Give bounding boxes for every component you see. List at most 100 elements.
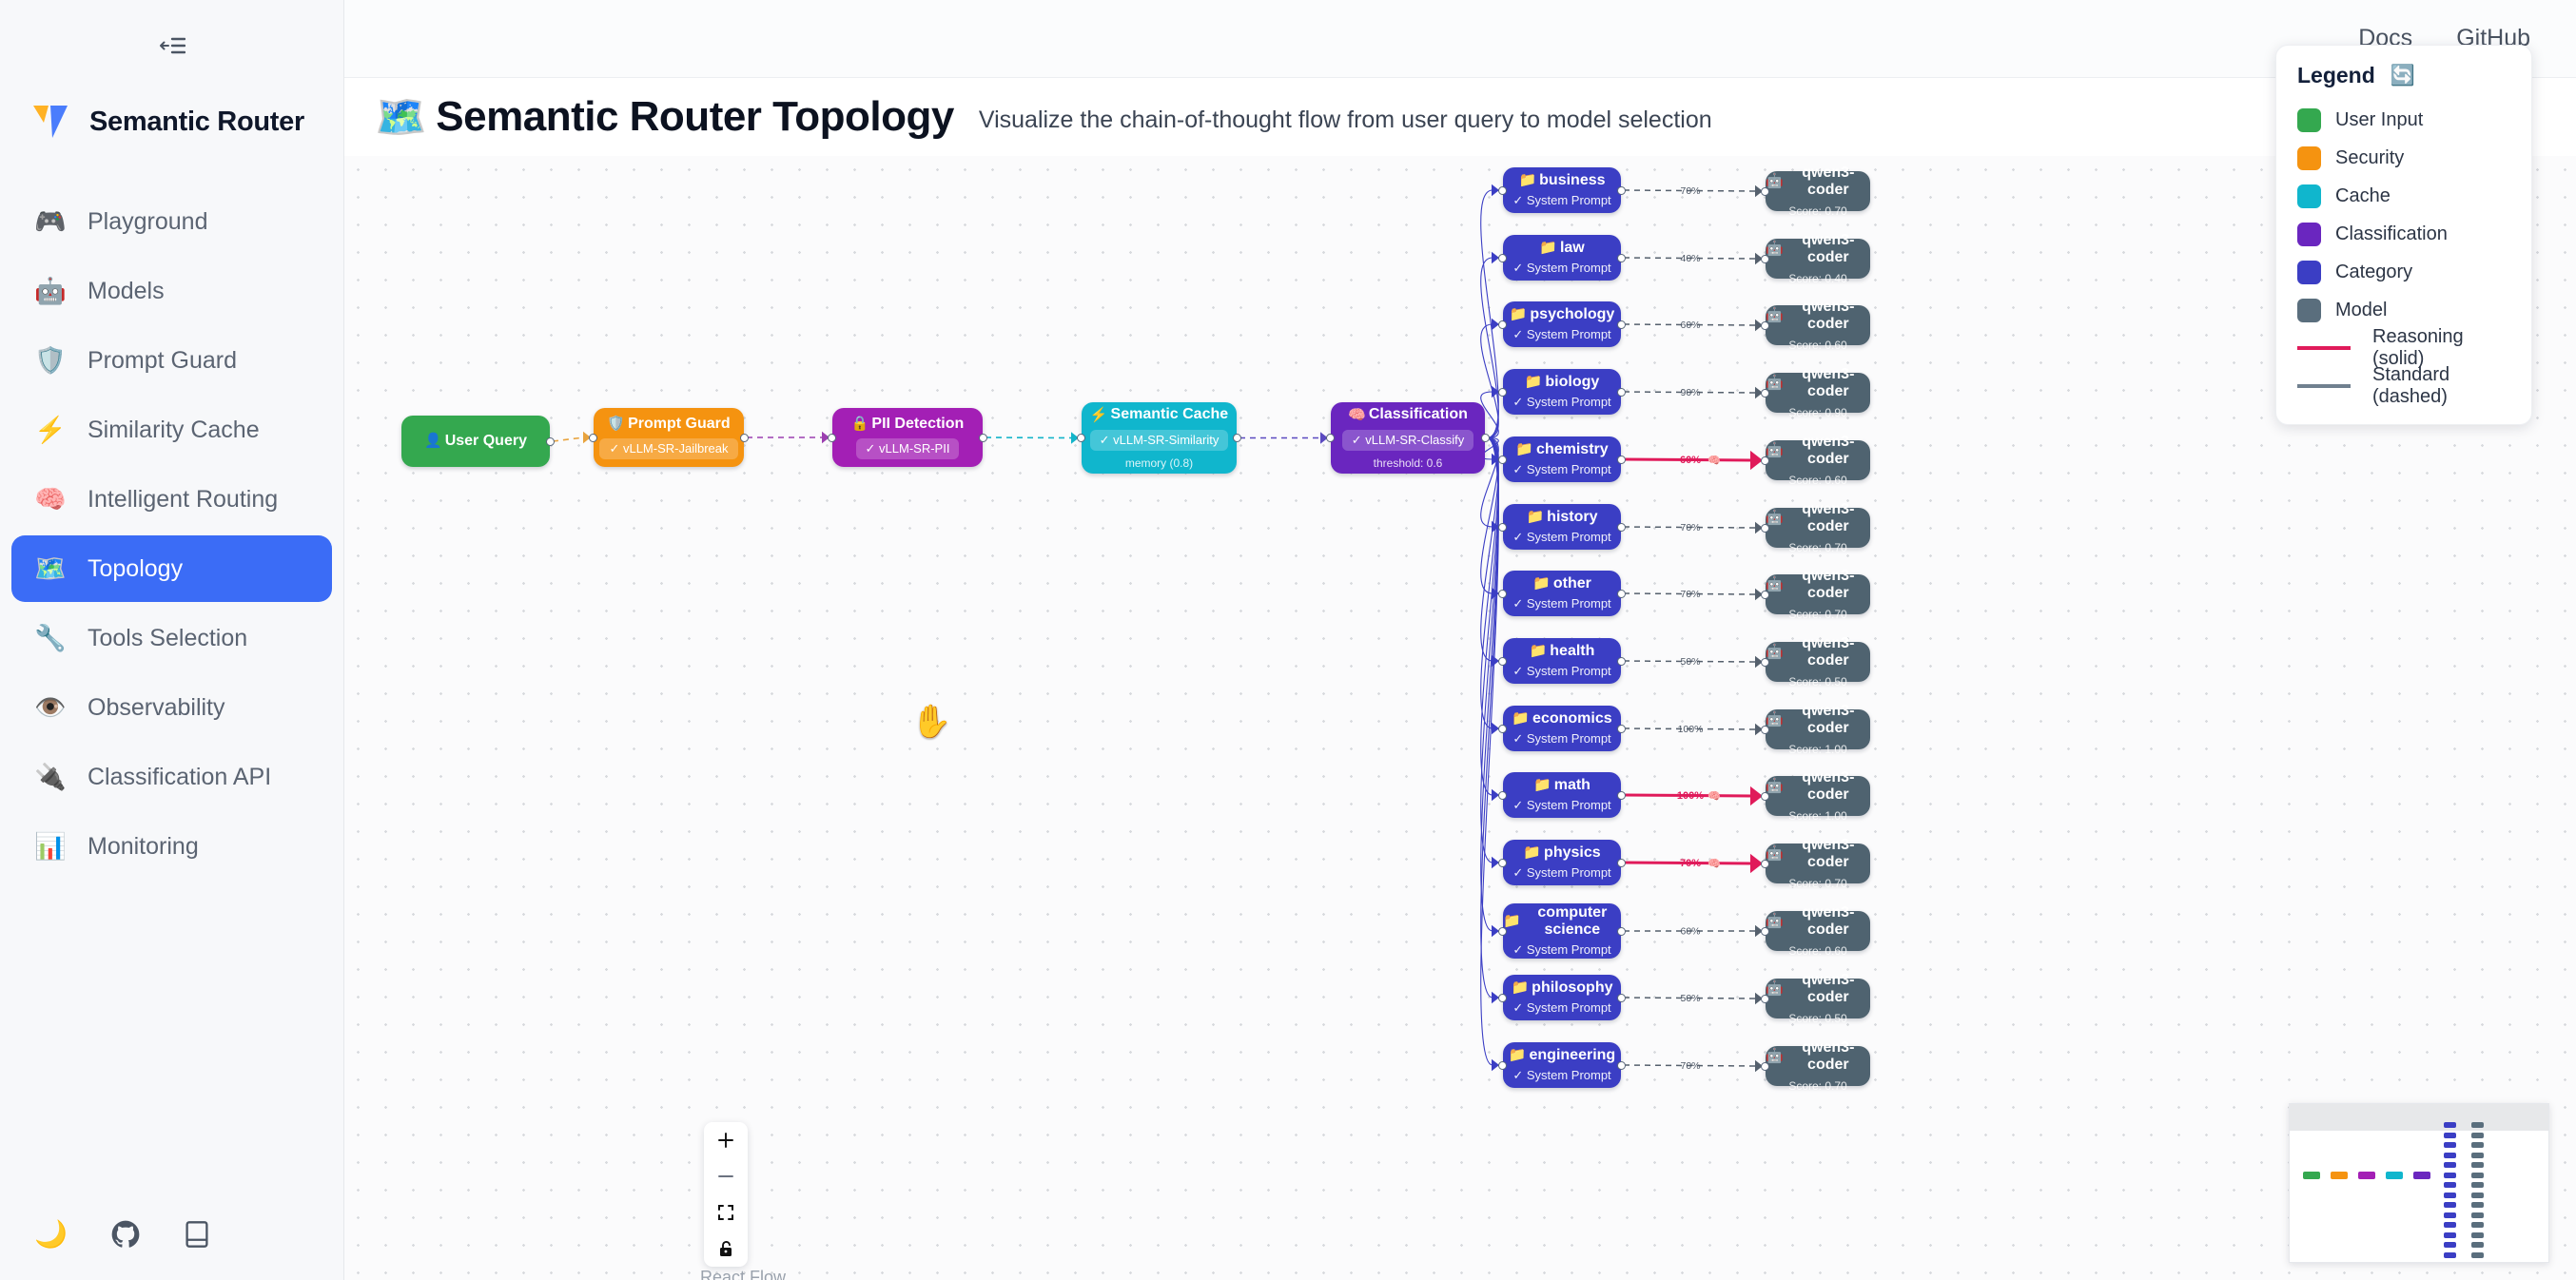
node-handle-left[interactable]: [1498, 724, 1507, 733]
node-handle-right[interactable]: [1617, 656, 1626, 666]
node-category-psychology[interactable]: 📁psychology✓ System Prompt: [1498, 301, 1626, 347]
node-handle-left[interactable]: [1498, 1060, 1507, 1070]
sidebar-item-prompt-guard[interactable]: 🛡️Prompt Guard: [11, 327, 332, 394]
node-handle-left[interactable]: [1761, 725, 1769, 734]
node-handle-right[interactable]: [1617, 185, 1626, 195]
node-handle-right[interactable]: [1617, 993, 1626, 1002]
zoom-out-button[interactable]: [704, 1158, 748, 1194]
github-icon[interactable]: [111, 1220, 140, 1249]
node-handle-right[interactable]: [740, 433, 749, 442]
node-handle-right[interactable]: [1617, 1060, 1626, 1070]
node-handle-left[interactable]: [1761, 186, 1769, 196]
node-handle-right[interactable]: [546, 436, 555, 446]
node-category-economics[interactable]: 📁economics✓ System Prompt: [1498, 706, 1626, 751]
node-handle-left[interactable]: [1761, 388, 1769, 398]
topology-canvas[interactable]: 70%40%60%90%60%🧠70%70%50%100%100%🧠70%🧠60…: [344, 156, 2576, 1280]
node-handle-left[interactable]: [1498, 522, 1507, 532]
node-handle-right[interactable]: [1617, 926, 1626, 936]
minimap[interactable]: [2289, 1103, 2549, 1263]
node-handle-left[interactable]: [1761, 657, 1769, 667]
node-handle-left[interactable]: [589, 433, 597, 442]
node-handle-left[interactable]: [1761, 320, 1769, 330]
node-pii-detection[interactable]: 🔒PII Detection✓ vLLM-SR-PII: [828, 408, 987, 467]
sidebar-item-similarity-cache[interactable]: ⚡Similarity Cache: [11, 397, 332, 463]
lock-button[interactable]: [704, 1231, 748, 1267]
node-handle-left[interactable]: [1761, 590, 1769, 599]
fit-view-button[interactable]: [704, 1194, 748, 1231]
sidebar-item-topology[interactable]: 🗺️Topology: [11, 535, 332, 602]
node-handle-left[interactable]: [1498, 387, 1507, 397]
node-handle-left[interactable]: [1761, 254, 1769, 263]
sidebar-item-tools-selection[interactable]: 🔧Tools Selection: [11, 605, 332, 671]
sidebar-item-monitoring[interactable]: 📊Monitoring: [11, 813, 332, 880]
node-handle-left[interactable]: [1761, 523, 1769, 533]
node-category-engineering[interactable]: 📁engineering✓ System Prompt: [1498, 1042, 1626, 1088]
node-category-health[interactable]: 📁health✓ System Prompt: [1498, 638, 1626, 684]
refresh-icon[interactable]: 🔄: [2390, 65, 2415, 87]
node-prompt-guard[interactable]: 🛡️Prompt Guard✓ vLLM-SR-Jailbreak: [589, 408, 749, 467]
node-handle-right[interactable]: [1617, 790, 1626, 800]
node-handle-right[interactable]: [1617, 455, 1626, 464]
node-category-law[interactable]: 📁law✓ System Prompt: [1498, 235, 1626, 281]
node-handle-right[interactable]: [1617, 387, 1626, 397]
node-category-physics[interactable]: 📁physics✓ System Prompt: [1498, 840, 1626, 885]
docs-book-icon[interactable]: [184, 1220, 210, 1249]
zoom-in-button[interactable]: [704, 1122, 748, 1158]
sidebar-item-observability[interactable]: 👁️Observability: [11, 674, 332, 741]
node-handle-left[interactable]: [1498, 589, 1507, 598]
node-category-business[interactable]: 📁business✓ System Prompt: [1498, 167, 1626, 213]
node-handle-left[interactable]: [1761, 994, 1769, 1003]
node-category-other[interactable]: 📁other✓ System Prompt: [1498, 571, 1626, 616]
node-handle-left[interactable]: [1077, 434, 1085, 442]
node-handle-left[interactable]: [1498, 993, 1507, 1002]
node-handle-left[interactable]: [1498, 858, 1507, 867]
sidebar-item-models[interactable]: 🤖Models: [11, 258, 332, 324]
node-handle-left[interactable]: [1498, 455, 1507, 464]
node-category-computer-science[interactable]: 📁computer science✓ System Prompt: [1498, 903, 1626, 959]
node-handle-left[interactable]: [1498, 790, 1507, 800]
node-handle-left[interactable]: [1498, 185, 1507, 195]
node-handle-left[interactable]: [1498, 253, 1507, 262]
dark-mode-toggle-icon[interactable]: 🌙: [34, 1219, 68, 1249]
node-handle-left[interactable]: [1761, 926, 1769, 936]
node-category-chemistry[interactable]: 📁chemistry✓ System Prompt: [1498, 436, 1626, 482]
node-category-history[interactable]: 📁history✓ System Prompt: [1498, 504, 1626, 550]
node-handle-right[interactable]: [1481, 434, 1490, 442]
node-handle-left[interactable]: [828, 433, 836, 442]
node-handle-left[interactable]: [1761, 791, 1769, 801]
sidebar-item-classification-api[interactable]: 🔌Classification API: [11, 744, 332, 810]
node-handle-left[interactable]: [1761, 456, 1769, 465]
node-handle-right[interactable]: [1617, 724, 1626, 733]
node-handle-left[interactable]: [1498, 656, 1507, 666]
node-handle-left[interactable]: [1498, 320, 1507, 329]
node-handle-right[interactable]: [1617, 522, 1626, 532]
node-handle-left[interactable]: [1326, 434, 1335, 442]
node-handle-right[interactable]: [1233, 434, 1241, 442]
node-handle-right[interactable]: [1617, 589, 1626, 598]
sidebar-item-intelligent-routing[interactable]: 🧠Intelligent Routing: [11, 466, 332, 533]
node-handle-left[interactable]: [1761, 1061, 1769, 1071]
node-category-math[interactable]: 📁math✓ System Prompt: [1498, 772, 1626, 818]
node-category-philosophy[interactable]: 📁philosophy✓ System Prompt: [1498, 975, 1626, 1020]
node-user-query[interactable]: 👤User Query: [401, 416, 555, 467]
node-handle-right[interactable]: [1617, 320, 1626, 329]
node-handle-right[interactable]: [1617, 858, 1626, 867]
node-handle-right[interactable]: [979, 433, 987, 442]
node-handle-right[interactable]: [1617, 253, 1626, 262]
